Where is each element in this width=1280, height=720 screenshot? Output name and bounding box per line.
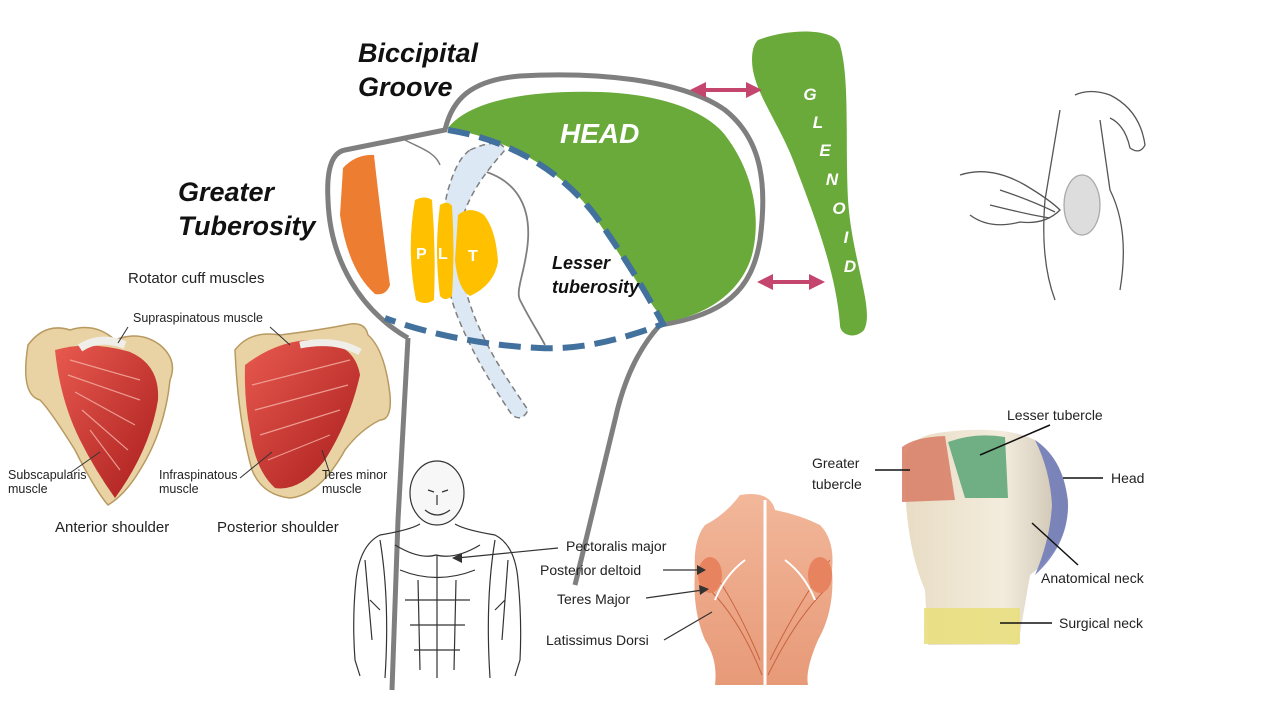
humerus-outline [325,72,766,341]
front-body-sketch [353,460,522,679]
teres-minor-line-1: Teres minor [322,468,388,482]
tendon-p [410,197,435,303]
leader-pectoralis [456,547,559,559]
inner-line-top [404,139,441,166]
arm-shaft-left [389,337,411,691]
glenoid-letter-i: I [843,228,849,247]
biccipital-groove-label: Biccipital Groove [358,36,478,104]
posterior-shoulder-label: Posterior shoulder [217,519,339,536]
pectoralis-label: Pectoralis major [566,538,667,554]
posterior-shoulder-image [234,323,392,499]
arrowhead-teres-major [699,585,709,595]
arrow-bottom [757,274,825,290]
surgical-neck-label: Surgical neck [1059,615,1144,631]
supraspinatous-label: Supraspinatous muscle [133,311,263,325]
glenoid-letter-n: N [825,170,839,189]
glenoid-letter-d: D [843,257,857,276]
biccipital-line-2: Groove [358,72,453,102]
leader-supraspinatous [117,326,129,344]
glenoid-shape [752,31,867,336]
back-muscles-image [694,494,833,685]
tendon-p-label: P [416,246,427,263]
greater-line-1: Greater [178,177,275,207]
greater-tubercle-line-1: Greater [812,455,860,471]
head-shape [448,91,756,322]
teres-major-label: Teres Major [557,591,631,607]
teres-minor-line-2: muscle [322,482,362,496]
glenoid-letter-g: G [803,85,817,104]
subscapularis-label: Subscapularis muscle [8,468,87,496]
lesser-line-2: tuberosity [552,277,640,297]
anterior-shoulder-label: Anterior shoulder [55,519,170,536]
arm-shaft-right [572,323,662,586]
greater-line-2: Tuberosity [178,211,316,241]
rotator-cuff-title: Rotator cuff muscles [128,270,265,287]
subscapularis-line-1: Subscapularis [8,468,87,482]
greater-tubercle-label: Greater tubercle [812,455,862,492]
lesser-tubercle-label: Lesser tubercle [1007,407,1103,423]
arrow-top [690,82,762,98]
latissimus-label: Latissimus Dorsi [546,632,649,648]
biccipital-line-1: Biccipital [358,38,479,68]
anatomical-neck-label: Anatomical neck [1041,570,1144,586]
tendon-t [455,210,498,296]
leader-latissimus [663,611,713,641]
tendon-l [437,202,454,299]
palpation-sketch [959,90,1146,301]
glenoid-letter-o: O [832,199,846,218]
head-label: HEAD [560,118,640,149]
head-photo-label: Head [1111,470,1145,486]
lesser-line-1: Lesser [552,253,611,273]
arrowhead-pectoralis [452,553,462,563]
greater-tuberosity-shape [340,154,390,295]
infraspinatous-label: Infraspinatous muscle [159,468,238,496]
leader-supraspinatous-2 [269,326,291,346]
tendon-l-label: L [438,246,448,263]
leader-anatomical-neck [1031,522,1079,566]
tendon-t-label: T [468,248,478,265]
anterior-shoulder-image [25,326,174,506]
glenoid-letter-e: E [819,141,831,160]
leader-lesser-tubercle [979,424,1051,456]
anatomical-neck-dashed [383,127,668,352]
subscapularis-line-2: muscle [8,482,48,496]
arrowhead-posterior-deltoid [697,565,706,575]
inner-line-lesser [469,167,546,346]
teres-minor-label: Teres minor muscle [322,468,387,496]
leader-teres-major [645,589,704,599]
greater-tuberosity-label: Greater Tuberosity [178,175,316,243]
humerus-photo [902,429,1069,645]
leader-teres-minor [321,449,331,475]
glenoid-letter-l: L [812,113,824,132]
lesser-tuberosity-label: Lesser tuberosity [552,251,639,299]
infraspinatous-line-2: muscle [159,482,199,496]
posterior-deltoid-label: Posterior deltoid [540,562,642,578]
greater-tubercle-line-2: tubercle [812,476,862,492]
infraspinatous-line-1: Infraspinatous [159,468,238,482]
leader-infraspinatous [239,451,273,479]
leader-subscapularis [69,451,101,474]
